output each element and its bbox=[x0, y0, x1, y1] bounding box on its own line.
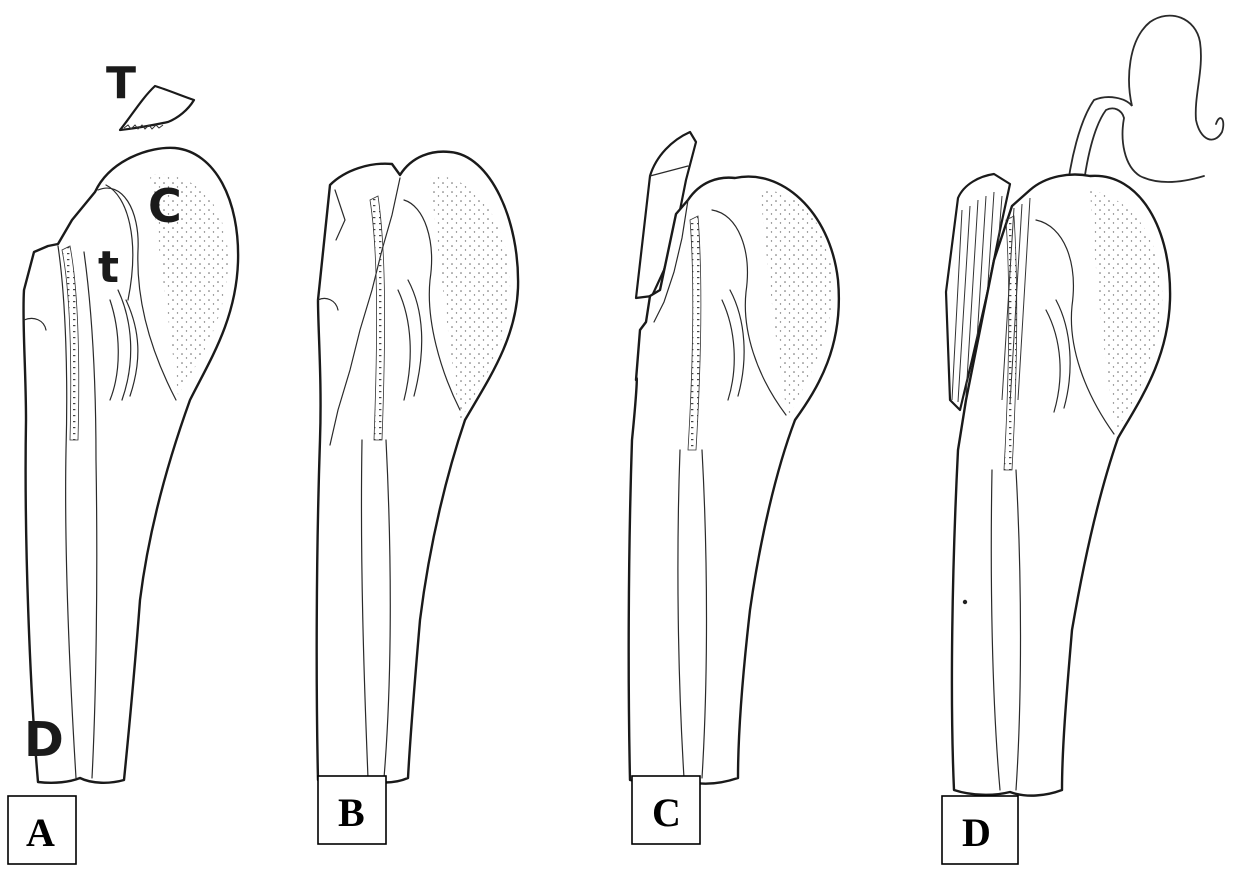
diaphysis-label: D bbox=[24, 712, 64, 768]
bone-panel-d bbox=[946, 16, 1223, 796]
panel-label-a-text: A bbox=[26, 810, 55, 855]
panel-label-a: A bbox=[8, 796, 76, 864]
tendon-strip bbox=[1066, 16, 1223, 200]
panel-label-b-text: B bbox=[338, 790, 365, 835]
bone-panel-a: T C t D bbox=[23, 58, 238, 783]
panel-label-d: D bbox=[942, 796, 1018, 864]
panel-label-c-text: C bbox=[652, 790, 681, 835]
panel-label-b: B bbox=[318, 776, 386, 844]
bone-panel-c bbox=[629, 132, 839, 784]
bone-panel-b bbox=[317, 152, 518, 783]
panel-label-d-text: D bbox=[962, 810, 991, 855]
fragment-t-label: T bbox=[106, 58, 136, 109]
cap-label: C bbox=[148, 179, 182, 233]
tubercle-label: t bbox=[98, 242, 119, 293]
panel-label-c: C bbox=[632, 776, 700, 844]
